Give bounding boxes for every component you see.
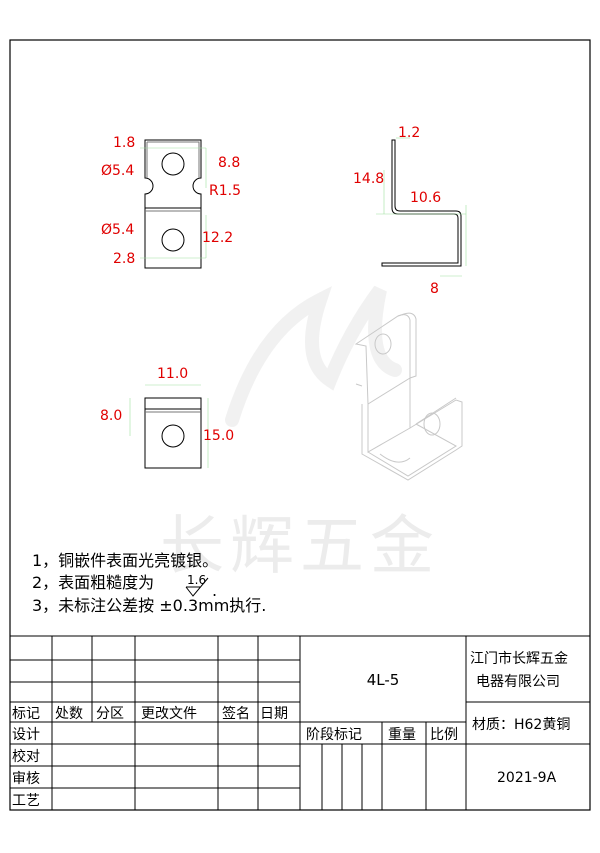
- title-block-text: 4L-5 江门市长辉五金 电器有限公司 材质：H62黄铜 2021-9A 标记 …: [12, 650, 570, 809]
- header-change-doc: 更改文件: [141, 706, 197, 722]
- isometric-view: [354, 312, 463, 481]
- part-number: 4L-5: [367, 671, 400, 689]
- header-count: 处数: [55, 706, 83, 722]
- front-view-top-dimensions: 1.8 Ø5.4 8.8 R1.5 Ø5.4 12.2 2.8: [101, 135, 241, 267]
- dim-8: 8: [430, 281, 439, 297]
- label-design: 设计: [12, 727, 40, 743]
- note-2: 2，表面粗糙度为: [32, 573, 154, 592]
- company-line-1: 江门市长辉五金: [470, 650, 568, 667]
- label-weight: 重量: [388, 727, 416, 743]
- front-view-top: [140, 139, 207, 269]
- dim-hole-dia-lower: Ø5.4: [101, 222, 134, 238]
- dim-15-0: 15.0: [203, 428, 234, 444]
- note-1: 1，铜嵌件表面光亮镀银。: [32, 551, 218, 570]
- dim-11-0: 11.0: [157, 366, 188, 382]
- label-stage-mark: 阶段标记: [306, 727, 362, 743]
- dim-hole-dia-upper: Ø5.4: [101, 163, 134, 179]
- svg-text:.: .: [212, 581, 217, 600]
- dim-thickness: 1.2: [398, 125, 420, 141]
- header-signature: 签名: [222, 705, 250, 722]
- company-line-2: 电器有限公司: [476, 674, 560, 690]
- label-review: 审核: [12, 771, 40, 787]
- label-process: 工艺: [12, 793, 40, 809]
- roughness-value: 1.6: [187, 573, 206, 587]
- header-mark: 标记: [12, 706, 40, 722]
- dim-8-0: 8.0: [100, 408, 122, 424]
- watermark-logo: [225, 285, 402, 427]
- front-view-bottom: [129, 384, 209, 469]
- drawing-date: 2021-9A: [497, 770, 557, 786]
- technical-notes: 1，铜嵌件表面光亮镀银。 2，表面粗糙度为 1.6 . 3，未标注公差按 ±0.…: [32, 551, 266, 615]
- dim-2-8: 2.8: [113, 251, 135, 267]
- side-view-dimensions: 1.2 14.8 10.6 8: [353, 125, 441, 297]
- label-scale: 比例: [430, 727, 458, 743]
- dim-8-8: 8.8: [218, 155, 240, 171]
- header-date: 日期: [260, 706, 288, 722]
- watermark-text: 长辉五金: [160, 510, 440, 584]
- dim-12-2: 12.2: [202, 230, 233, 246]
- dim-10-6: 10.6: [410, 190, 441, 206]
- front-view-bottom-dimensions: 11.0 8.0 15.0: [100, 366, 234, 444]
- title-block: [10, 635, 590, 810]
- roughness-symbol-icon: [185, 577, 209, 597]
- dim-1-8: 1.8: [113, 135, 135, 151]
- dim-radius: R1.5: [209, 183, 241, 199]
- note-3: 3，未标注公差按 ±0.3mm执行.: [32, 596, 266, 615]
- side-view: [376, 137, 467, 277]
- header-zone: 分区: [96, 706, 124, 722]
- label-proofread: 校对: [12, 748, 40, 765]
- dim-14-8: 14.8: [353, 171, 384, 187]
- material: 材质：H62黄铜: [472, 716, 570, 733]
